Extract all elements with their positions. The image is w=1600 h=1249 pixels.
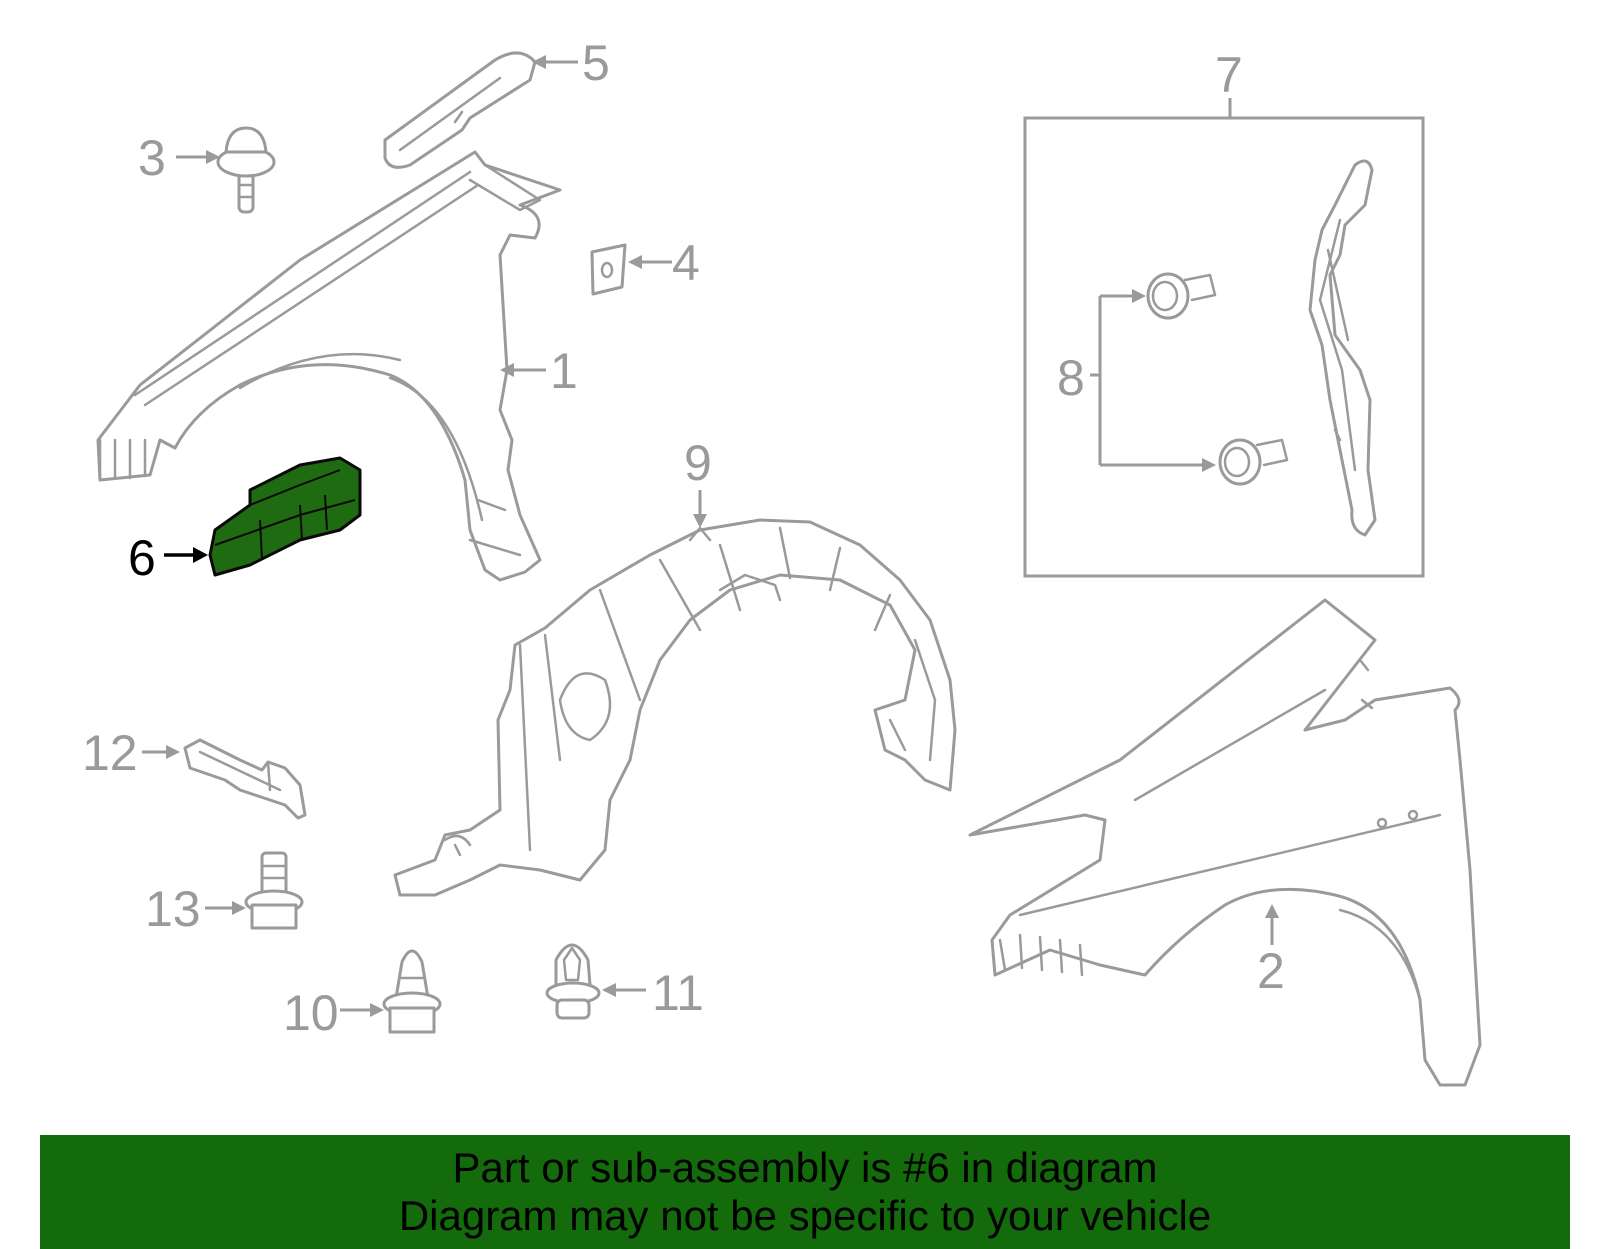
callout-6: 6 <box>128 530 208 586</box>
svg-text:8: 8 <box>1057 350 1085 406</box>
callout-13: 13 <box>145 881 246 937</box>
svg-text:2: 2 <box>1257 943 1285 999</box>
info-banner: Part or sub-assembly is #6 in diagram Di… <box>40 1135 1570 1249</box>
svg-text:5: 5 <box>582 35 610 91</box>
svg-text:3: 3 <box>138 130 166 186</box>
part-1-fender <box>96 150 562 582</box>
part-10-clip <box>382 949 442 1034</box>
callout-2: 2 <box>1257 904 1285 999</box>
part-6-bracket-highlighted <box>208 456 362 577</box>
callout-10: 10 <box>283 985 384 1041</box>
part-8-clip-top <box>1146 272 1217 320</box>
callout-3: 3 <box>138 130 220 186</box>
callout-5: 5 <box>532 35 610 91</box>
svg-text:1: 1 <box>550 343 578 399</box>
part-7-seal <box>1308 159 1377 537</box>
callout-4: 4 <box>628 235 700 291</box>
part-3-bolt <box>216 126 276 214</box>
callout-9: 9 <box>684 435 712 528</box>
svg-text:11: 11 <box>652 965 704 1021</box>
part-12-bracket <box>183 738 307 820</box>
part-5-garnish <box>383 51 537 169</box>
svg-text:13: 13 <box>145 881 201 937</box>
svg-text:4: 4 <box>672 235 700 291</box>
part-13-bolt <box>244 851 304 930</box>
callout-12: 12 <box>82 725 180 781</box>
part-11-push-clip <box>545 943 601 1020</box>
part-7-seal-kit-box <box>1023 98 1425 578</box>
banner-line-disclaimer: Diagram may not be specific to your vehi… <box>398 1192 1212 1239</box>
part-9-fender-liner <box>393 518 957 897</box>
part-4-nut <box>590 243 627 296</box>
svg-text:7: 7 <box>1215 47 1243 103</box>
banner-line-part-info: Part or sub-assembly is #6 in diagram <box>452 1144 1158 1191</box>
callout-11: 11 <box>602 965 704 1021</box>
svg-text:9: 9 <box>684 435 712 491</box>
callout-1: 1 <box>500 343 578 399</box>
callout-8: 8 <box>1057 289 1216 472</box>
callout-7: 7 <box>1215 47 1243 103</box>
info-banner-background <box>40 1135 1570 1249</box>
svg-text:6: 6 <box>128 530 156 586</box>
part-8-clip-bottom <box>1218 438 1289 486</box>
part-2-fender <box>968 598 1482 1087</box>
svg-text:10: 10 <box>283 985 339 1041</box>
svg-text:12: 12 <box>82 725 138 781</box>
